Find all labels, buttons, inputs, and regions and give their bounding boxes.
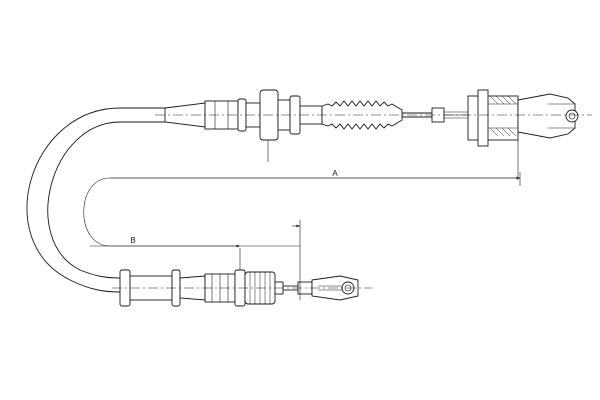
dimension-a: A bbox=[110, 169, 521, 186]
cable-sheath bbox=[26, 107, 165, 293]
bottom-end-fitting bbox=[119, 248, 284, 307]
top-clevis-body bbox=[467, 89, 519, 180]
dimension-b-label: B bbox=[130, 236, 135, 245]
dimension-a-label: A bbox=[332, 169, 338, 178]
top-clevis-fork bbox=[517, 93, 579, 139]
top-end-fitting bbox=[164, 89, 323, 162]
inner-loop-line bbox=[83, 177, 520, 247]
dimension-b: B bbox=[90, 220, 301, 300]
center-lines bbox=[112, 114, 592, 289]
